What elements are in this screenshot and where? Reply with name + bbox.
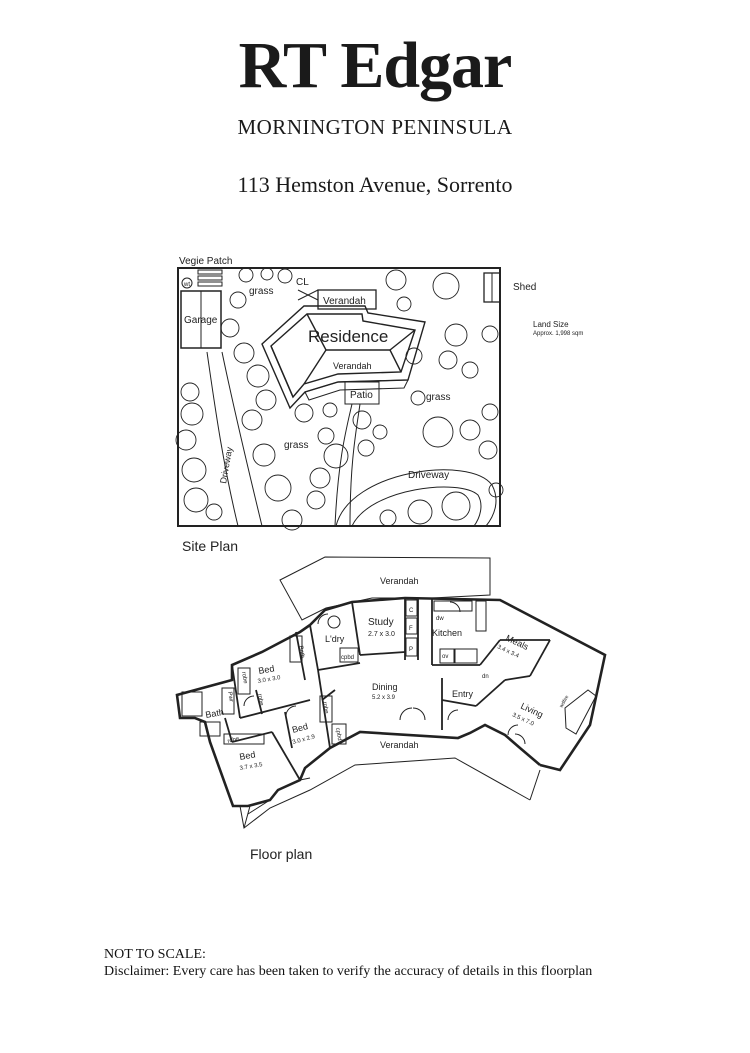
cupboard-f: [405, 617, 418, 635]
study-label: Study: [368, 617, 394, 628]
verandah-north: [317, 289, 377, 310]
pwr-label: Pwr: [226, 691, 234, 702]
bed1-dim: 3.0 x 3.0: [257, 675, 281, 685]
brand-region: MORNINGTON PENINSULA: [237, 115, 513, 139]
bed1-label: Bed: [258, 663, 276, 676]
bed1-robe: [237, 667, 251, 695]
wdfire-label: wdfire: [559, 694, 571, 709]
residence-roof: [261, 305, 426, 410]
interior-walls: [224, 598, 551, 781]
land-size-label: Land Size: [533, 320, 569, 329]
vegie-patch-beds: [197, 269, 223, 287]
kitchen-bench: [475, 600, 487, 632]
robe3-label: robe: [321, 701, 329, 715]
p-label: P: [409, 647, 413, 653]
residence-label: Residence: [308, 327, 388, 346]
robe2-label: robe: [256, 693, 264, 707]
site-plan-caption: Site Plan: [182, 538, 238, 554]
verandah-south: [304, 379, 409, 401]
laundry-label: L'dry: [325, 634, 345, 644]
verandah-south-site-label: Verandah: [333, 361, 372, 371]
ldry-cpbd-label: cpbd: [341, 655, 354, 661]
kitchen-sink: [433, 600, 473, 612]
bath2-label: Bath: [205, 707, 225, 720]
lot-boundary: [177, 267, 501, 527]
site-plan: [175, 267, 504, 531]
wood-fire: [564, 689, 597, 735]
patio-label: Patio: [350, 390, 373, 401]
entry-label: Entry: [452, 689, 474, 699]
bath1-fixture: [289, 635, 303, 663]
disclaimer-text: Disclaimer: Every care has been taken to…: [104, 964, 593, 979]
clothesline: [297, 289, 319, 301]
verandah-north-label-fp: Verandah: [380, 576, 419, 586]
dining-dim: 5.2 x 3.9: [372, 695, 396, 701]
water-tank-label: wt: [183, 282, 190, 288]
doors-windows: [243, 601, 526, 781]
patio: [344, 381, 380, 405]
cupboard-p: [405, 637, 418, 657]
verandah-south-outline: [239, 757, 541, 829]
grass-label-north: grass: [249, 286, 273, 297]
bed2-cpbd: [331, 723, 347, 745]
ov-label: ov: [442, 654, 448, 660]
floor-plan-caption: Floor plan: [250, 846, 312, 862]
house-walls: [175, 596, 607, 808]
bath1-label: Bath: [297, 645, 305, 658]
water-tank: [181, 277, 193, 289]
trees: [175, 267, 504, 531]
bed2-cpbd-label: cpbd: [334, 727, 342, 741]
grass-label-south: grass: [284, 440, 308, 451]
bed3-label: Bed: [239, 749, 257, 762]
dn-label: dn: [482, 674, 489, 680]
robe1-label: robe: [240, 671, 248, 685]
fixtures: [181, 599, 597, 745]
bed3-robe: [223, 733, 265, 745]
clothesline-label: CL: [296, 277, 309, 288]
study-dim: 2.7 x 3.0: [368, 631, 395, 638]
property-address: 113 Hemston Avenue, Sorrento: [237, 172, 513, 197]
oven: [439, 648, 455, 664]
shed-label: Shed: [513, 282, 536, 293]
not-to-scale-note: NOT TO SCALE:: [104, 947, 206, 962]
ldry-cpbd: [339, 647, 359, 663]
vegie-patch-label: Vegie Patch: [179, 256, 232, 267]
pwr-room: [221, 687, 235, 715]
f-label: F: [409, 626, 413, 632]
driveway-east: [335, 469, 497, 527]
cooktop: [454, 648, 478, 664]
bed2-robe: [319, 695, 333, 723]
land-size-value: Approx. 1,998 sqm: [533, 331, 583, 337]
bath2-shower: [199, 721, 221, 737]
garage-label: Garage: [184, 315, 218, 326]
brand-name: RT Edgar: [238, 29, 513, 102]
bed2-label: Bed: [291, 721, 309, 735]
cupboard-c: [405, 599, 418, 617]
verandah-north-label: Verandah: [323, 296, 366, 307]
driveway-west-label: Driveway: [218, 446, 234, 485]
driveway-west: [206, 351, 239, 527]
dw-label: dw: [436, 616, 444, 622]
bed3-dim: 3.7 x 3.5: [239, 762, 263, 772]
verandah-south-label-fp: Verandah: [380, 740, 419, 750]
bath2-tub: [181, 691, 203, 717]
floor-plan: [175, 556, 607, 829]
c-label: C: [409, 608, 414, 614]
grass-label-east: grass: [426, 392, 450, 403]
driveway-east-label: Driveway: [408, 470, 449, 481]
laundry-tub: [327, 615, 341, 629]
kitchen-label: Kitchen: [432, 628, 462, 638]
garage: [180, 290, 222, 349]
bed2-dim: 3.0 x 2.9: [292, 734, 316, 746]
garden-path: [334, 403, 353, 527]
robe4-label: robe: [227, 736, 241, 745]
dining-label: Dining: [372, 682, 398, 692]
shed: [483, 272, 501, 303]
